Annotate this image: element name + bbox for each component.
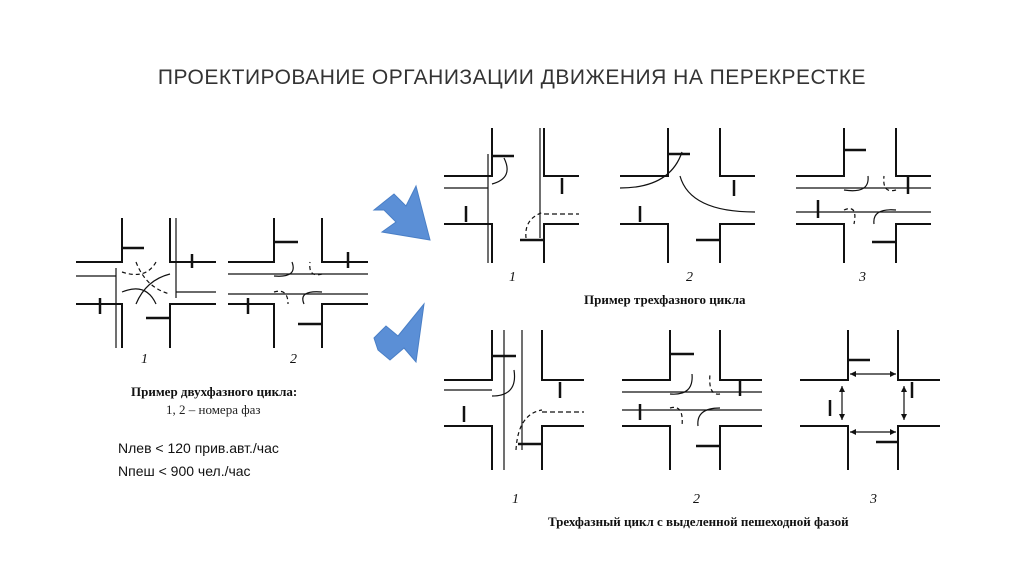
pedestrian-phase-caption: Трехфазный цикл с выделенной пешеходной … [548,514,849,529]
three-phase-diagram-1 [444,128,579,263]
pedestrian-condition: Nпеш < 900 чел./час [118,463,251,479]
two-phase-diagram-2 [228,218,368,348]
pedestrian-phase-number-1: 1 [512,492,519,507]
pedestrian-phase-diagram-3 [800,330,940,470]
three-phase-number-1: 1 [509,270,516,285]
three-phase-diagram-3 [796,128,931,263]
two-phase-caption: Пример двухфазного цикла: [131,384,298,399]
two-phase-legend: 1, 2 – номера фаз [166,402,261,417]
three-phase-number-3: 3 [859,270,866,285]
pedestrian-phase-number-3: 3 [870,492,877,507]
page-title: ПРОЕКТИРОВАНИЕ ОРГАНИЗАЦИИ ДВИЖЕНИЯ НА П… [157,66,867,89]
pedestrian-phase-diagram-1 [444,330,584,470]
pedestrian-phase-diagram-2 [622,330,762,470]
two-phase-number-1: 1 [141,352,148,367]
pedestrian-phase-number-2: 2 [693,492,700,507]
three-phase-caption: Пример трехфазного цикла [584,292,746,307]
two-phase-diagram-1 [76,218,216,348]
two-phase-number-2: 2 [290,352,297,367]
transition-arrow-lower [373,302,425,364]
three-phase-number-2: 2 [686,270,693,285]
three-phase-diagram-2 [620,128,755,263]
left-turn-condition: Nлев < 120 прив.авт./час [118,440,279,456]
transition-arrow-upper [372,184,431,241]
